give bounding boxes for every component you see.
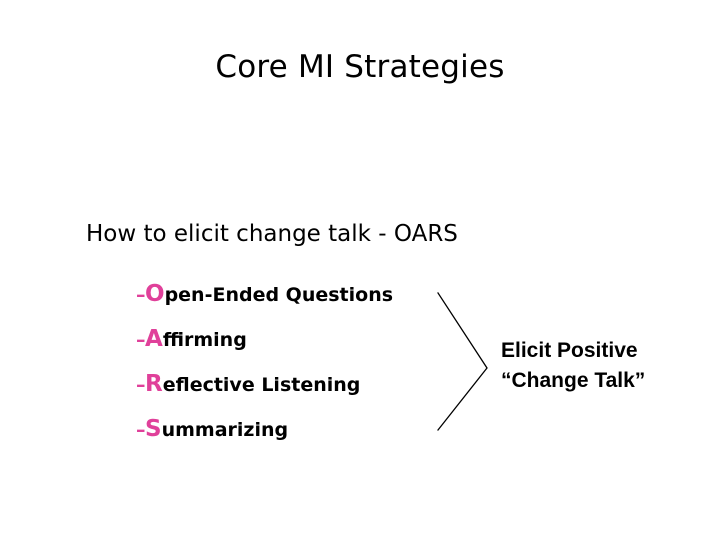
bullet-dash: – [136,284,146,306]
page-title: Core MI Strategies [215,49,505,85]
bullet-text: ummarizing [161,419,289,441]
bullet-initial: O [145,281,165,307]
list-item: –Open-Ended Questions [136,281,393,326]
bullet-text: ffirming [162,329,247,351]
callout-line-1: Elicit Positive [501,339,638,362]
bullet-initial: A [145,326,163,352]
chevron-right-brace-icon [437,292,488,431]
callout-line-2: “Change Talk” [501,369,646,392]
list-item: –Affirming [136,326,393,371]
list-item: –Reflective Listening [136,371,393,416]
bullet-dash: – [136,419,146,441]
bullet-dash: – [136,329,146,351]
bullet-text: pen-Ended Questions [164,284,394,306]
bullet-dash: – [136,374,146,396]
bullet-initial: S [145,416,162,442]
callout-text-block: Elicit Positive “Change Talk” [501,336,645,396]
bullet-text: eflective Listening [162,374,361,396]
oars-bullet-list: –Open-Ended Questions –Affirming –Reflec… [136,281,393,461]
bullet-initial: R [145,371,163,397]
sub-heading: How to elicit change talk - OARS [86,221,458,247]
list-item: –Summarizing [136,416,393,461]
